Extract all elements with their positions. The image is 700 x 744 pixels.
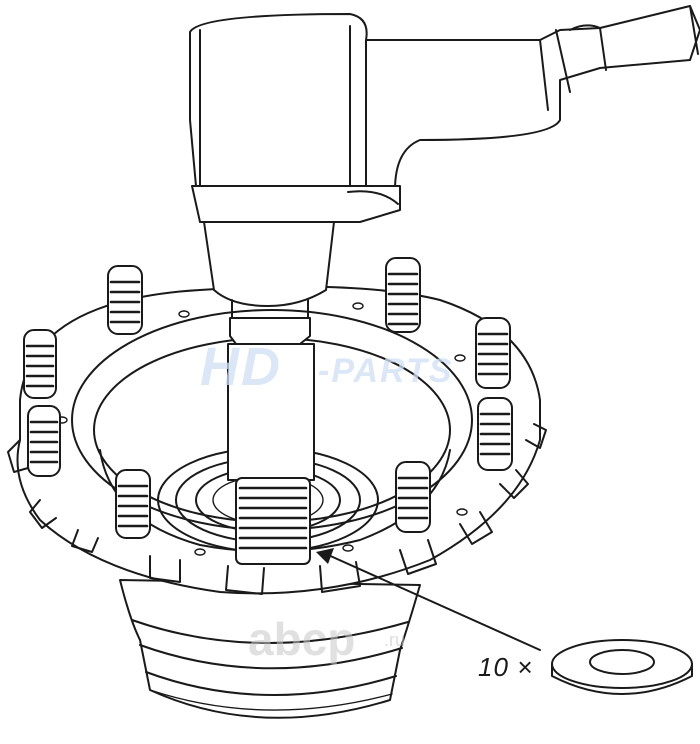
wheel-stud [475, 317, 511, 389]
wheel-studs [23, 257, 513, 539]
washer-callout [316, 548, 541, 651]
wheel-stud [27, 405, 61, 477]
wheel-stud [107, 265, 143, 335]
wheel-stud [395, 461, 431, 533]
watermark-hd: HD [200, 337, 282, 397]
watermark-parts: -PARTS [318, 352, 454, 390]
wheel-stud [477, 397, 513, 471]
wheel-stud [385, 257, 421, 333]
hub-lower-cylinder [119, 579, 421, 719]
wheel-stud [115, 469, 151, 539]
watermark-ru: .ru [384, 630, 406, 650]
arrow-head-icon [316, 548, 334, 564]
wheel-stud [23, 329, 57, 399]
impact-wrench [189, 5, 700, 565]
quantity-label: 10 × [478, 652, 534, 682]
watermark-abcp: abcp [248, 613, 356, 665]
washer [551, 639, 693, 695]
